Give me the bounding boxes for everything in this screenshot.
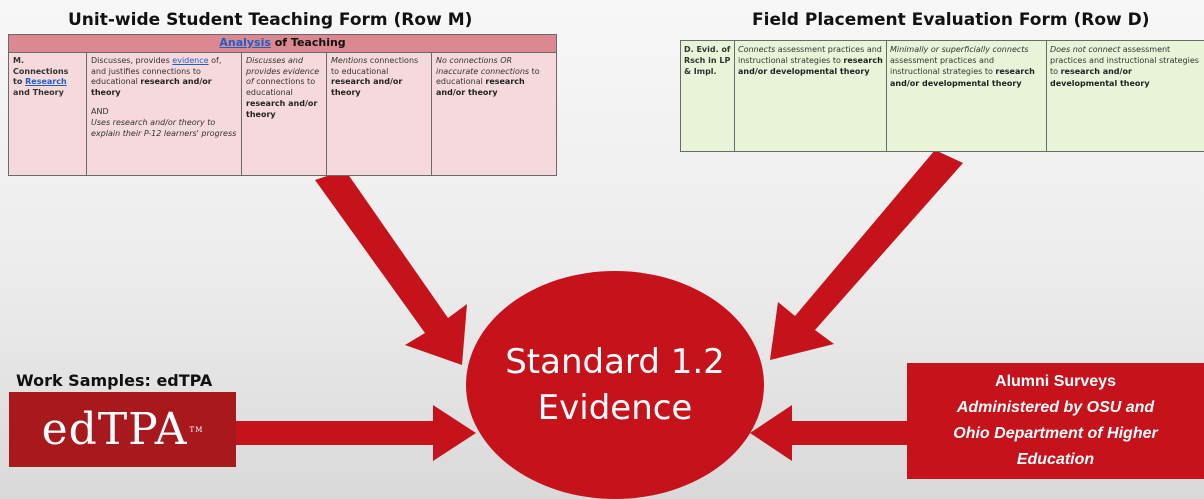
field-cell-does-not-connect: Does not connect assessment practices an… bbox=[1046, 40, 1204, 152]
arrow-from-student-teaching bbox=[315, 170, 467, 365]
field-placement-rubric: D. Evid. of Rsch in LP & Impl. Connects … bbox=[680, 40, 1204, 152]
alumni-title: Alumni Surveys bbox=[995, 373, 1116, 390]
row-label-evidence-research: D. Evid. of Rsch in LP & Impl. bbox=[680, 40, 735, 152]
rubric-cell-developing: Mentions connections to educational rese… bbox=[326, 51, 432, 177]
arrow-from-alumni bbox=[750, 405, 907, 461]
field-cell-connects: Connects assessment practices and instru… bbox=[734, 40, 887, 152]
alumni-line-4: Education bbox=[1016, 451, 1095, 468]
arrow-from-edtpa bbox=[236, 405, 476, 461]
work-samples-label: Work Samples: edTPA bbox=[16, 371, 213, 390]
rubric-cell-exemplary: Discusses, provides evidence of, and jus… bbox=[86, 51, 242, 177]
alumni-line-3: Ohio Department of Higher bbox=[953, 425, 1158, 442]
field-placement-form-title: Field Placement Evaluation Form (Row D) bbox=[752, 10, 1150, 30]
analysis-link[interactable]: Analysis bbox=[219, 36, 271, 49]
evidence-link[interactable]: evidence bbox=[172, 55, 209, 65]
standard-evidence-circle: Standard 1.2 Evidence bbox=[466, 271, 764, 499]
circle-line-2: Evidence bbox=[537, 388, 693, 428]
field-cell-minimally: Minimally or superficially connects asse… bbox=[886, 40, 1047, 152]
student-teaching-rubric: Analysis of Teaching M. Connections to R… bbox=[7, 34, 558, 177]
circle-line-1: Standard 1.2 bbox=[505, 342, 725, 382]
rubric-cell-unacceptable: No connections OR inaccurate connections… bbox=[430, 51, 558, 177]
row-label-connections: M. Connections to Research and Theory bbox=[8, 51, 87, 177]
student-teaching-form-title: Unit-wide Student Teaching Form (Row M) bbox=[68, 10, 473, 30]
arrow-from-field-placement bbox=[770, 150, 963, 360]
rubric-header: Analysis of Teaching bbox=[7, 34, 558, 53]
alumni-line-2: Administered by OSU and bbox=[956, 399, 1155, 416]
rubric-cell-proficient: Discusses and provides evidence of conne… bbox=[241, 51, 327, 177]
alumni-surveys-box: Alumni Surveys Administered by OSU and O… bbox=[907, 363, 1204, 479]
edtpa-logo-text: edTPA bbox=[41, 404, 188, 455]
trademark-mark: TM bbox=[189, 425, 204, 434]
research-link[interactable]: Research bbox=[25, 77, 67, 87]
